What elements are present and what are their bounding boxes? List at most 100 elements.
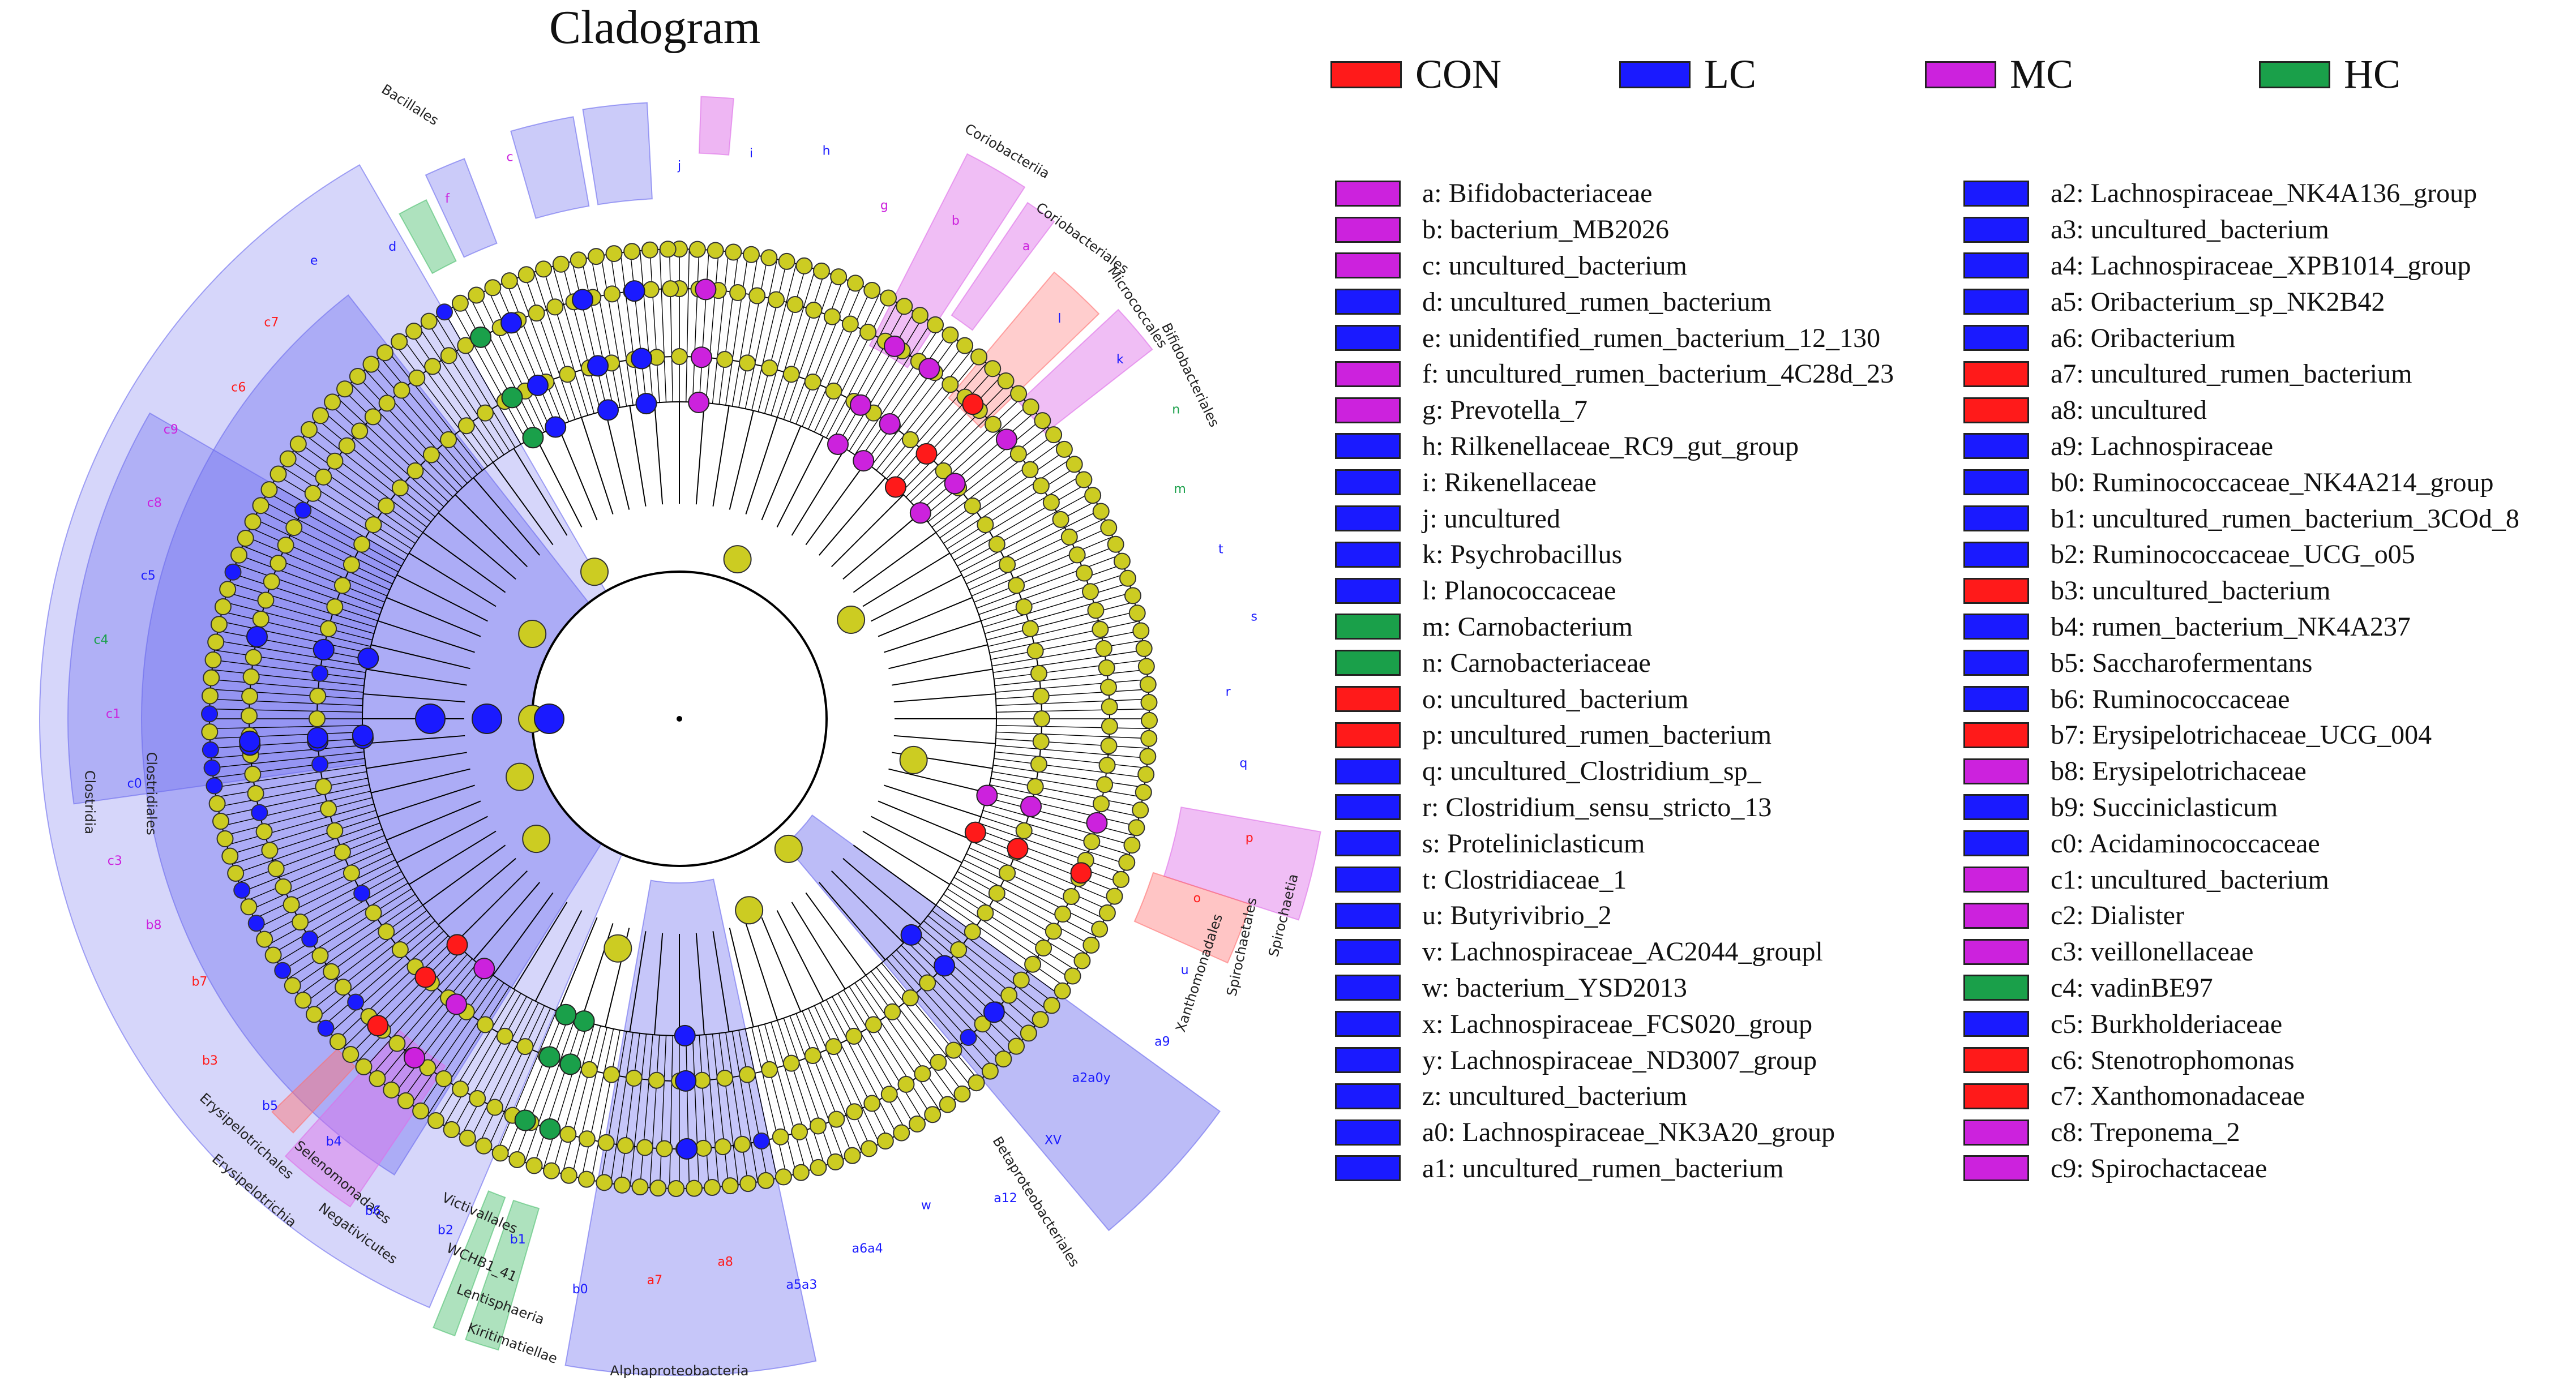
- node: [1011, 446, 1026, 462]
- node: [241, 708, 257, 724]
- node: [704, 1179, 720, 1195]
- taxon-swatch: [1335, 867, 1401, 893]
- node: [497, 1028, 513, 1044]
- node: [485, 280, 500, 295]
- node: [409, 370, 425, 386]
- branch: [853, 533, 936, 593]
- taxon-label: b7: Erysipelotrichaceae_UCG_004: [2051, 719, 2432, 750]
- node: [377, 345, 393, 361]
- taxon-swatch: [1963, 939, 2029, 965]
- node: [356, 1059, 371, 1075]
- taxon-legend-item: f: uncultured_rumen_bacterium_4C28d_23: [1335, 356, 1894, 392]
- taxon-label: p: uncultured_rumen_bacterium: [1422, 719, 1771, 750]
- sector-letter: c8: [147, 496, 162, 510]
- taxon-legend-item: y: Lachnospiraceae_ND3007_group: [1335, 1042, 1894, 1078]
- taxon-legend-item: c5: Burkholderiaceae: [1963, 1006, 2519, 1042]
- taxon-legend-item: a0: Lachnospiraceae_NK3A20_group: [1335, 1114, 1894, 1151]
- inner-node: [724, 546, 751, 573]
- sector-letter: a9: [1154, 1035, 1170, 1049]
- node: [1076, 471, 1092, 487]
- node: [995, 1051, 1011, 1067]
- node: [942, 376, 958, 392]
- enriched-node: [934, 955, 955, 976]
- taxon-swatch: [1963, 542, 2029, 568]
- node: [477, 405, 493, 421]
- node: [940, 1097, 956, 1113]
- enriched-node: [850, 395, 871, 415]
- node: [805, 374, 821, 390]
- sector-letter: r: [1226, 685, 1231, 699]
- clade-highlight-5: [511, 117, 589, 218]
- taxon-legend-item: z: uncultured_bacterium: [1335, 1078, 1894, 1114]
- taxon-label: c1: uncultured_bacterium: [2051, 864, 2329, 895]
- node: [428, 1113, 444, 1129]
- node: [315, 469, 331, 485]
- node: [343, 1046, 358, 1062]
- node: [1016, 823, 1032, 839]
- node: [238, 530, 254, 546]
- taxon-legend-item: k: Psychrobacillus: [1335, 537, 1894, 573]
- node: [1132, 802, 1148, 818]
- enriched-node: [828, 434, 848, 454]
- taxon-label: c4: vadinBE97: [2051, 972, 2213, 1003]
- sector-letter: b: [952, 214, 960, 228]
- taxon-label: o: uncultured_bacterium: [1422, 684, 1689, 715]
- node: [261, 482, 277, 497]
- node: [1097, 777, 1112, 792]
- node: [1033, 688, 1049, 704]
- node: [487, 1100, 503, 1116]
- node: [1031, 756, 1047, 772]
- clade-label: Clostridiales: [143, 752, 159, 835]
- taxon-label: b4: rumen_bacterium_NK4A237: [2051, 611, 2411, 642]
- taxon-legend-item: a: Bifidobacteriaceae: [1335, 175, 1894, 212]
- branch: [761, 426, 801, 520]
- taxon-swatch: [1335, 181, 1401, 207]
- node: [1074, 953, 1090, 968]
- node: [1119, 855, 1135, 870]
- taxon-label: a: Bifidobacteriaceae: [1422, 178, 1652, 209]
- branch: [996, 709, 1149, 713]
- node: [444, 1122, 460, 1138]
- taxon-swatch: [1963, 1083, 2029, 1109]
- taxon-swatch: [1335, 830, 1401, 856]
- node: [754, 1133, 769, 1149]
- enriched-node: [901, 925, 922, 945]
- node: [824, 309, 840, 325]
- sector-letter: i: [750, 147, 753, 161]
- node: [971, 349, 987, 364]
- taxon-legend-item: b0: Ruminococcaceae_NK4A214_group: [1963, 464, 2519, 500]
- branch: [977, 555, 1120, 608]
- node: [914, 1066, 930, 1082]
- branch: [878, 801, 972, 840]
- branch: [660, 250, 666, 402]
- node: [1140, 676, 1156, 692]
- clade-label: Bifidobacteriales: [1158, 320, 1222, 430]
- node: [231, 547, 247, 563]
- node: [787, 297, 803, 312]
- node: [1076, 565, 1092, 581]
- node: [649, 1073, 665, 1088]
- node: [459, 418, 474, 434]
- branch: [621, 253, 640, 405]
- node: [1035, 940, 1051, 956]
- branch: [758, 264, 796, 412]
- node: [902, 432, 918, 448]
- node: [302, 931, 318, 947]
- clade-highlight-19: [699, 97, 734, 155]
- taxon-legend-item: a1: uncultured_rumen_bacterium: [1335, 1151, 1894, 1187]
- node: [476, 1138, 491, 1154]
- node: [882, 1086, 897, 1102]
- enriched-node: [416, 704, 445, 734]
- node: [275, 963, 290, 979]
- taxon-swatch: [1963, 397, 2029, 423]
- node: [383, 1082, 399, 1098]
- inner-node: [523, 825, 550, 852]
- enriched-node: [474, 958, 494, 979]
- enriched-node: [624, 281, 645, 301]
- taxon-legend-item: b4: rumen_bacterium_NK4A237: [1963, 609, 2519, 645]
- node: [606, 246, 622, 261]
- taxon-swatch: [1963, 758, 2029, 784]
- sector-letter: a2a0y: [1072, 1071, 1111, 1085]
- node: [393, 383, 409, 398]
- taxon-label: a8: uncultured: [2051, 394, 2207, 426]
